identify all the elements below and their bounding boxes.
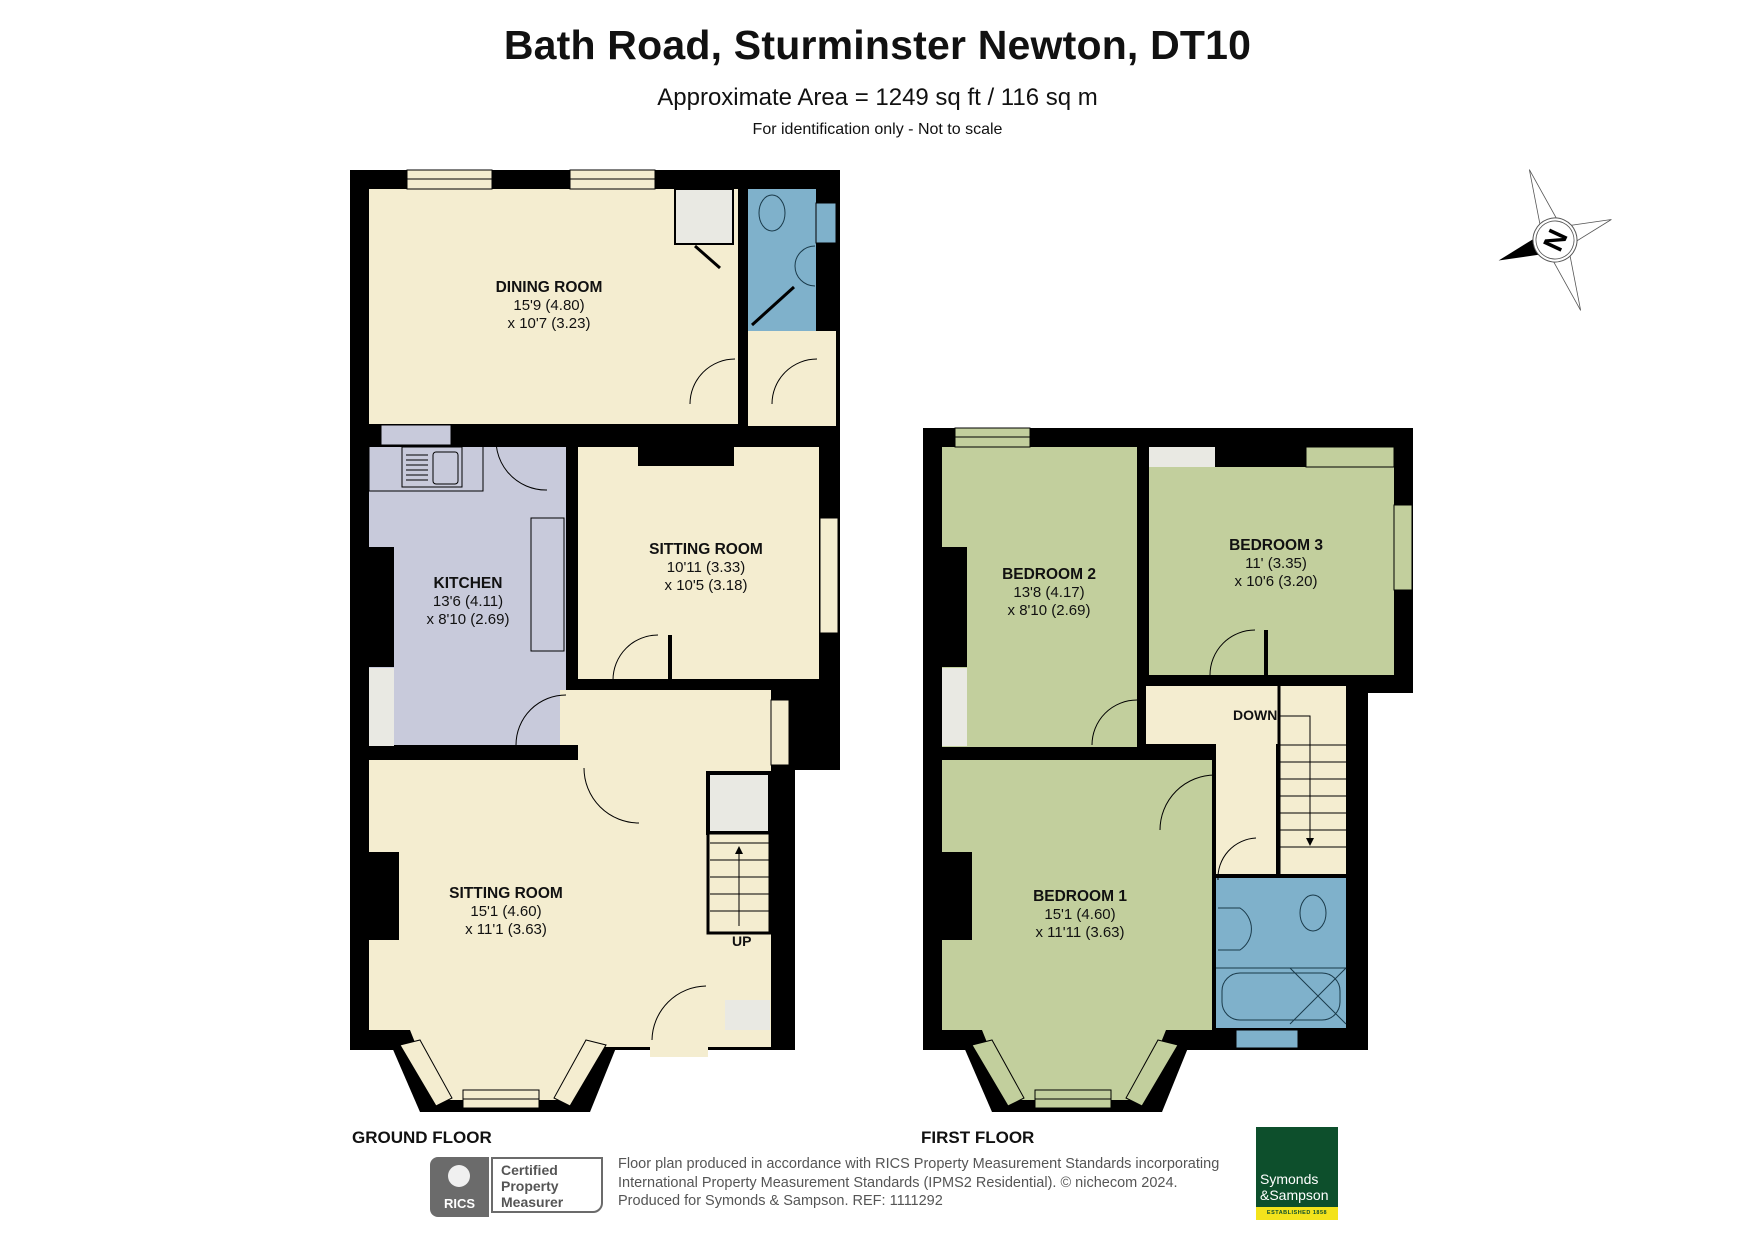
room-label-bedroom-2: BEDROOM 2 13'8 (4.17) x 8'10 (2.69) (1002, 566, 1096, 619)
first-floor-label: FIRST FLOOR (921, 1128, 1035, 1147)
rics-certified-badge: RICS Certified Property Measurer (430, 1157, 607, 1217)
room-label-sitting-room-front: SITTING ROOM 15'1 (4.60) x 11'1 (3.63) (449, 885, 563, 938)
room-label-kitchen: KITCHEN 13'6 (4.11) x 8'10 (2.69) (426, 575, 510, 628)
room-label-dining-room: DINING ROOM 15'9 (4.80) x 10'7 (3.23) (495, 279, 603, 332)
room-label-bedroom-3: BEDROOM 3 11' (3.35) x 10'6 (3.20) (1229, 537, 1323, 590)
symonds-sampson-logo: Symonds &Sampson ESTABLISHED 1858 (1256, 1127, 1338, 1220)
rics-badge-text: Certified Property Measurer (491, 1157, 603, 1213)
sitting-room-front-floor (369, 760, 636, 1030)
stairs-down-label: DOWN (1233, 707, 1278, 723)
first-floor-plan (923, 427, 1413, 1112)
bedroom-1-floor (942, 760, 1212, 1030)
disclaimer-note: For identification only - Not to scale (752, 121, 1003, 138)
bedroom-2-floor (942, 447, 1137, 747)
stairs-up-label: UP (732, 933, 752, 949)
bedroom-3-floor (1149, 467, 1394, 675)
room-label-bedroom-1: BEDROOM 1 15'1 (4.60) x 11'11 (3.63) (1033, 888, 1127, 941)
footer-disclaimer: Floor plan produced in accordance with R… (618, 1156, 1220, 1209)
wc-floor (748, 189, 816, 331)
page-title: Bath Road, Sturminster Newton, DT10 (503, 22, 1252, 68)
sitting-room-rear-floor (578, 447, 819, 679)
north-arrow-icon: N (1498, 169, 1612, 311)
approximate-area: Approximate Area = 1249 sq ft / 116 sq m (657, 84, 1098, 111)
room-label-sitting-room-rear: SITTING ROOM 10'11 (3.33) x 10'5 (3.18) (649, 541, 763, 594)
ground-floor-label: GROUND FLOOR (352, 1128, 492, 1147)
rics-lion-icon (448, 1165, 470, 1187)
ground-floor-plan (350, 169, 840, 1112)
rics-logo: RICS (430, 1157, 489, 1217)
bathroom-floor (1216, 878, 1346, 1028)
